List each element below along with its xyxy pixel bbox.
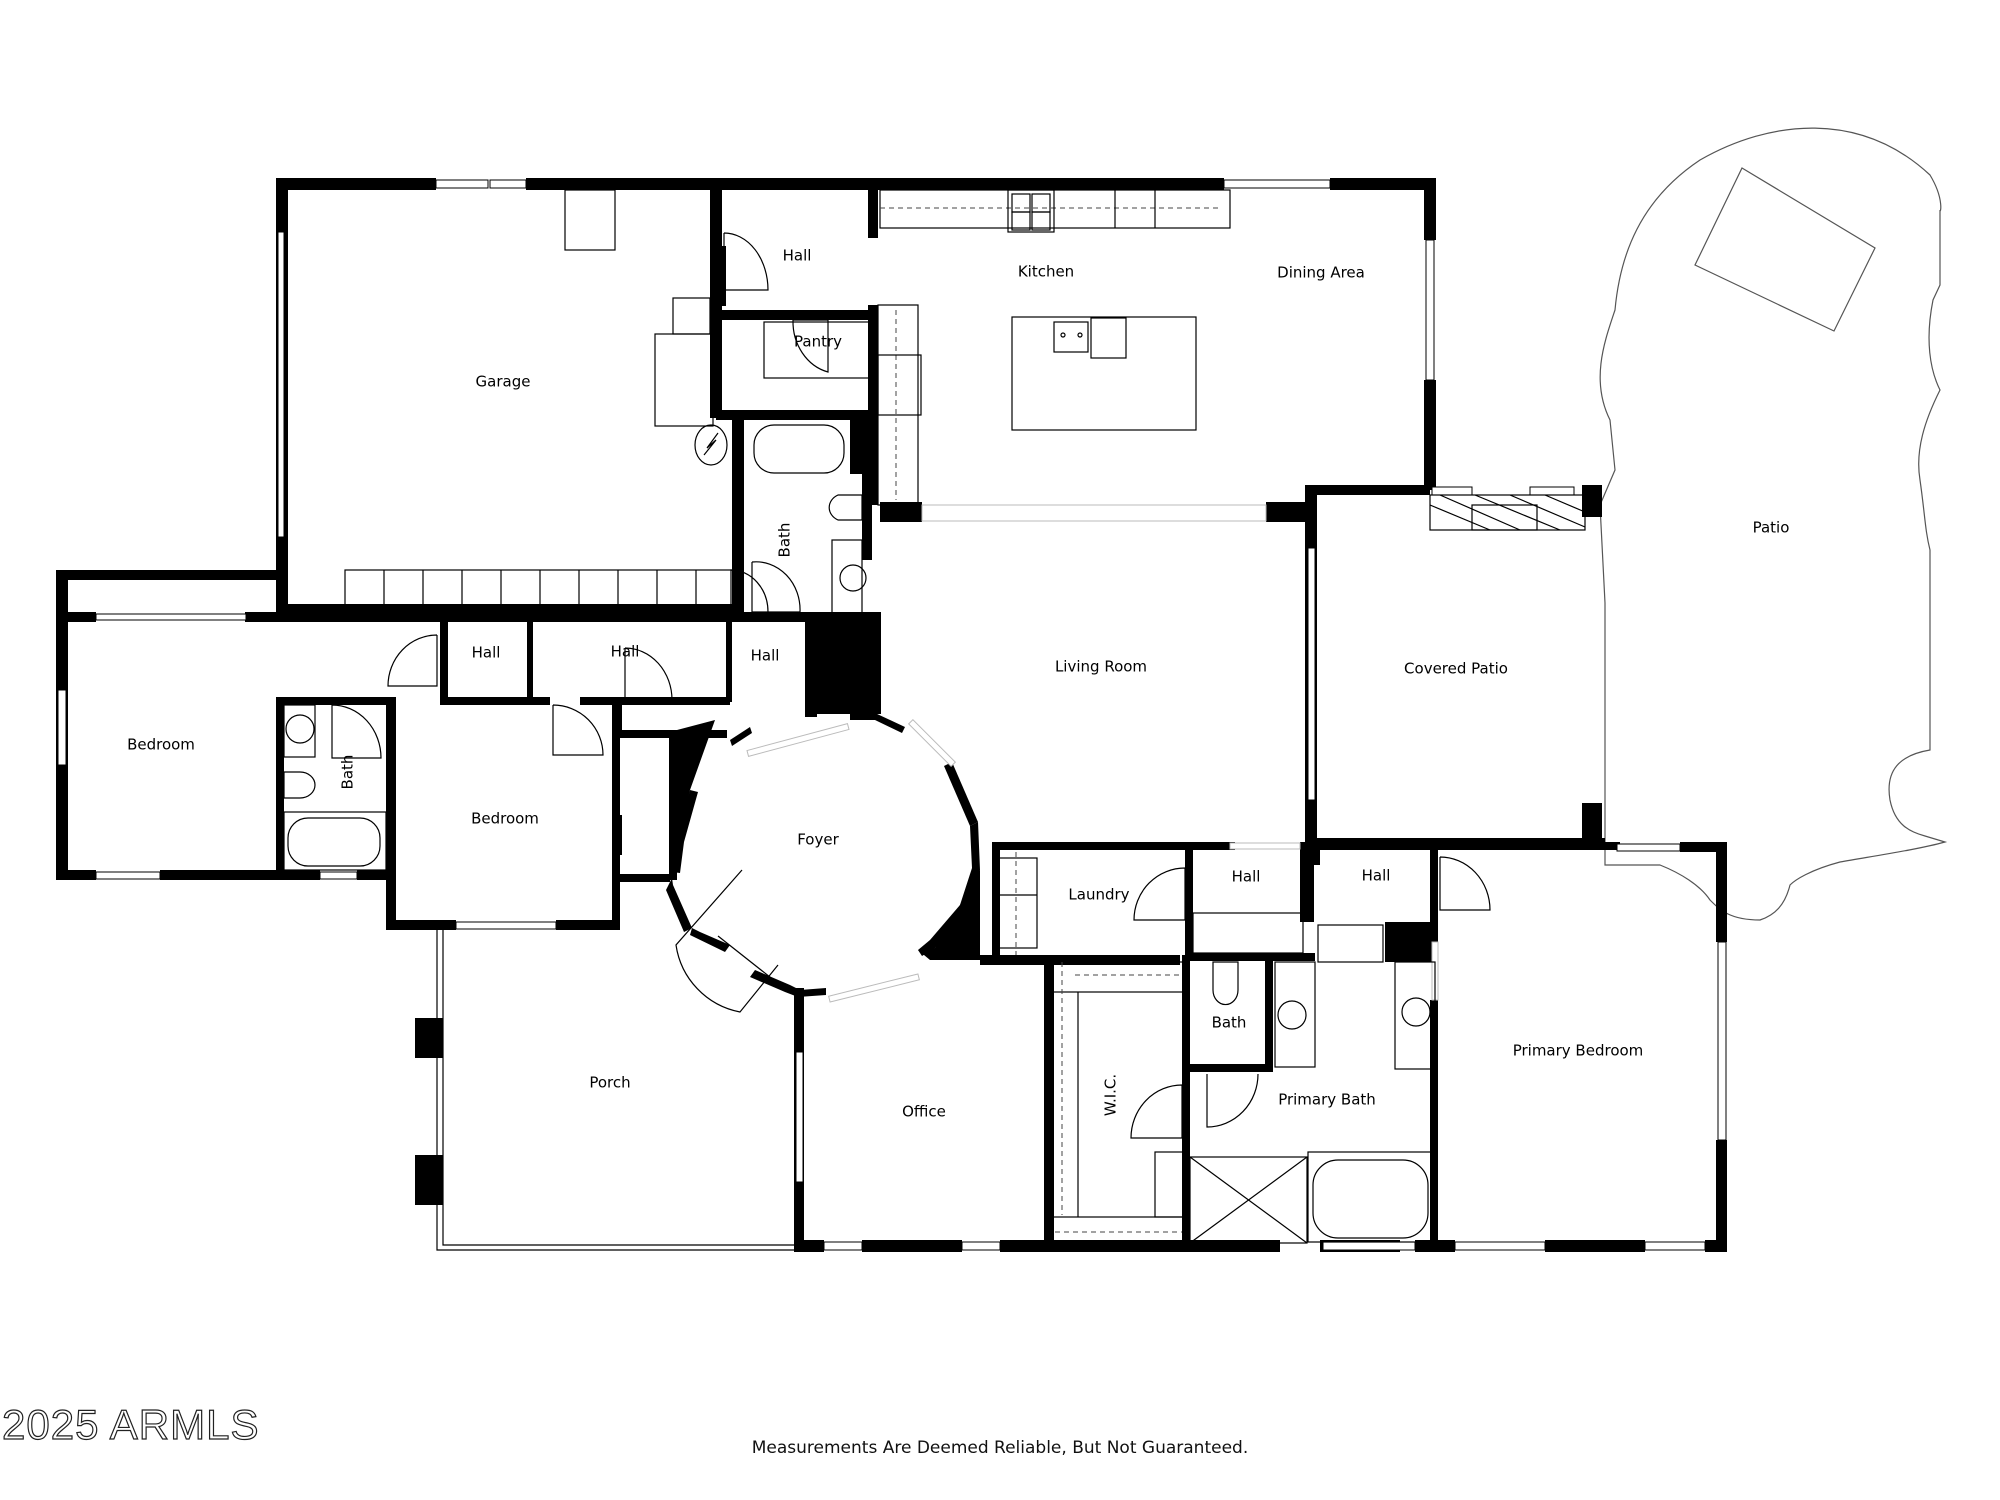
- room-label-dining-area: Dining Area: [1277, 264, 1365, 282]
- room-label-hall-4: Hall: [1232, 868, 1261, 886]
- room-label-hall-2: Hall: [611, 643, 640, 661]
- room-label-kitchen: Kitchen: [1018, 263, 1074, 281]
- room-label-hall-3: Hall: [751, 647, 780, 665]
- room-label-foyer: Foyer: [797, 831, 839, 849]
- windows: [57, 179, 1727, 1251]
- room-label-office: Office: [902, 1103, 946, 1121]
- room-label-hall-1: Hall: [472, 644, 501, 662]
- room-label-primary-bedroom: Primary Bedroom: [1513, 1042, 1644, 1060]
- walls: [56, 178, 1727, 1252]
- room-label-covered-patio: Covered Patio: [1404, 660, 1508, 678]
- room-label-hall-top: Hall: [783, 247, 812, 265]
- room-label-wic: W.I.C.: [1102, 1074, 1120, 1116]
- room-label-porch: Porch: [589, 1074, 630, 1092]
- disclaimer-text: Measurements Are Deemed Reliable, But No…: [751, 1438, 1249, 1458]
- room-labels: Garage Hall Pantry Bath Kitchen Dining A…: [127, 247, 1789, 1121]
- room-label-bedroom-1: Bedroom: [127, 736, 195, 754]
- room-label-laundry: Laundry: [1068, 886, 1129, 904]
- fixtures: [283, 189, 1586, 1251]
- room-label-garage: Garage: [476, 373, 531, 391]
- room-label-bath-garage: Bath: [776, 523, 794, 558]
- room-label-pantry: Pantry: [794, 333, 842, 351]
- room-label-primary-bath: Primary Bath: [1278, 1091, 1376, 1109]
- room-label-living-room: Living Room: [1055, 658, 1147, 676]
- patio-outline: [1599, 127, 1948, 921]
- room-label-hall-5: Hall: [1362, 867, 1391, 885]
- room-label-patio: Patio: [1753, 519, 1790, 537]
- room-label-bedroom-2: Bedroom: [471, 810, 539, 828]
- room-label-bath-2: Bath: [1212, 1014, 1247, 1032]
- watermark: 2025 ARMLS: [1, 1401, 260, 1448]
- room-label-bath-1: Bath: [339, 755, 357, 790]
